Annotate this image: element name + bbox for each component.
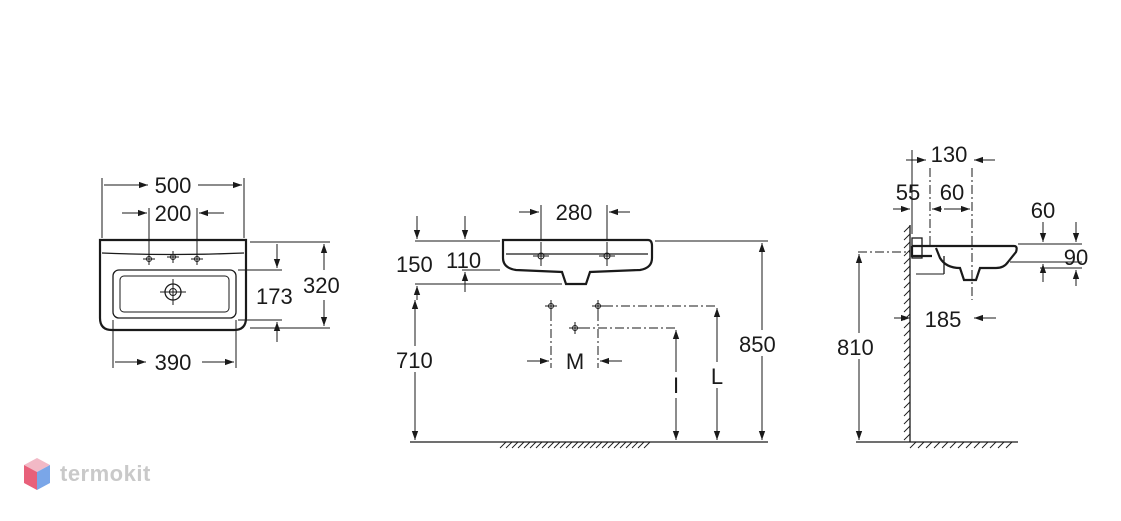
- watermark-brand: termokit: [60, 461, 151, 486]
- section-view: 130 55 60 60 90 185 810: [836, 142, 1088, 449]
- dim-section-depth: 130: [931, 142, 968, 167]
- dim-section-mounting-height: 810: [837, 335, 874, 360]
- floor-hatch: [909, 441, 1013, 449]
- basin-outline: [98, 238, 248, 332]
- watermark: termokit: [22, 456, 151, 492]
- drain-icon: [160, 279, 186, 305]
- tap-hole-icon: [143, 251, 203, 265]
- dim-tap-offset: 60: [940, 180, 964, 205]
- supply-point-icon: [545, 300, 604, 334]
- wall-hatch: [903, 225, 911, 441]
- side-elevation: 280 150 110 710: [392, 200, 786, 449]
- dim-mounting-height: 850: [739, 332, 776, 357]
- dim-rim-height: 150: [396, 252, 433, 277]
- floor-hatch: [499, 441, 651, 449]
- dim-label-m: M: [566, 349, 584, 374]
- tap-hole-icon: [533, 242, 615, 266]
- dim-label-l: L: [711, 364, 723, 389]
- dim-overall-width: 500: [155, 173, 192, 198]
- front-view: 500 200 390 320 173: [98, 173, 340, 375]
- dim-rim-thickness: 60: [1031, 198, 1055, 223]
- bowl-outline: [112, 269, 237, 319]
- dim-depth: 320: [303, 273, 340, 298]
- dim-bowl-depth: 173: [256, 284, 293, 309]
- dim-inlet-height: 710: [396, 348, 433, 373]
- dim-bowl-width: 390: [155, 350, 192, 375]
- termokit-logo-icon: [24, 458, 50, 490]
- dim-wall-offset: 55: [896, 180, 920, 205]
- dim-body-height: 110: [446, 248, 481, 273]
- dim-tap-spacing: 200: [155, 201, 192, 226]
- dim-drain-offset: 185: [925, 307, 962, 332]
- basin-elevation: [501, 238, 654, 286]
- basin-section: [910, 244, 1018, 282]
- dim-section-rim-height: 90: [1064, 245, 1088, 270]
- dim-label-i: I: [673, 373, 679, 398]
- bowl-inner: [119, 275, 230, 313]
- dim-elevation-tap-spacing: 280: [556, 200, 593, 225]
